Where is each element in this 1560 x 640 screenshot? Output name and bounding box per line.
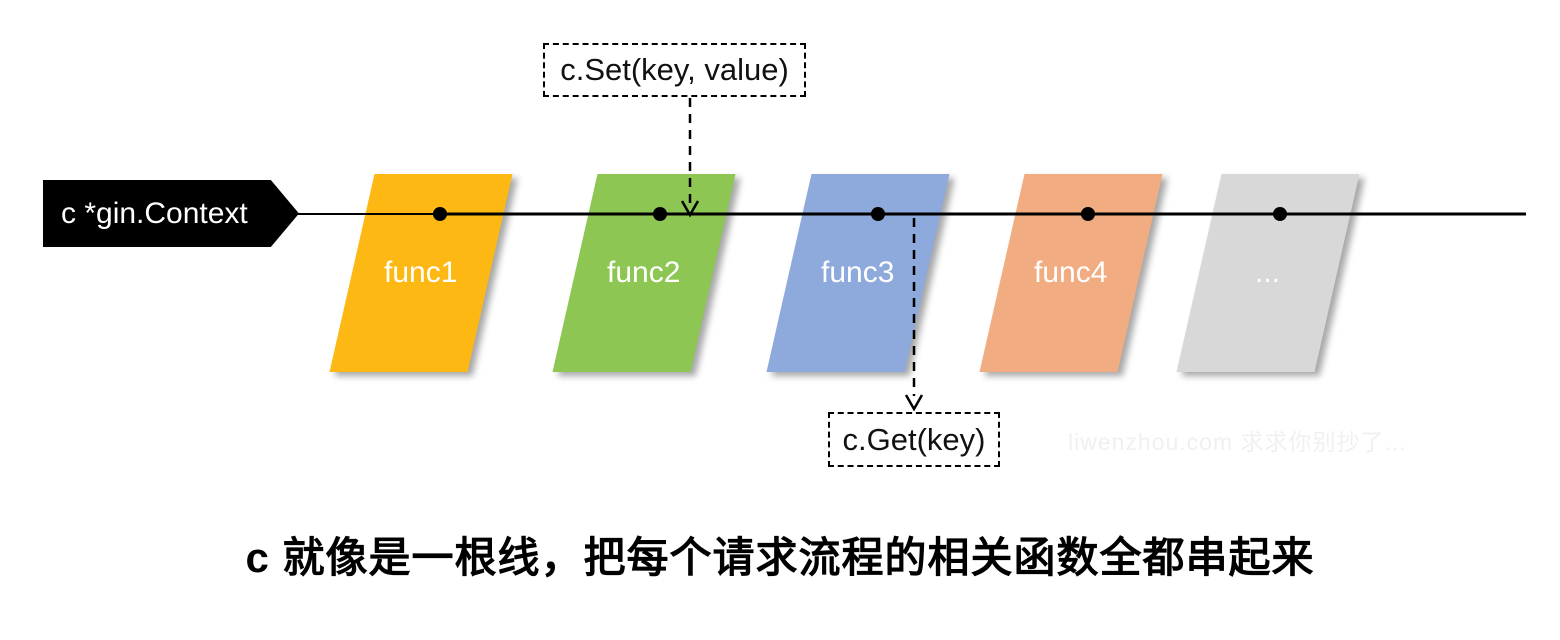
context-pointer-label: c *gin.Context [43, 180, 299, 247]
handler-label-func1: func1 [384, 256, 458, 289]
handler-shape-ellipsis: ... [1176, 174, 1360, 372]
handler-label-func3: func3 [821, 256, 895, 289]
watermark: liwenzhou.com 求求你别抄了... [1068, 429, 1407, 455]
handler-label-func2: func2 [607, 256, 681, 289]
handler-label-ellipsis: ... [1255, 256, 1281, 289]
get-arrowhead-icon [904, 394, 924, 412]
get-annotation-text: c.Get(key) [842, 421, 986, 457]
handler-shape-func4: func4 [979, 174, 1163, 372]
context-pointer-label-text: c *gin.Context [61, 196, 248, 230]
handler-label-func4: func4 [1034, 256, 1108, 289]
set-annotation-box: c.Set(key, value) [543, 43, 806, 97]
set-annotation-text: c.Set(key, value) [560, 52, 789, 87]
caption: c 就像是一根线，把每个请求流程的相关函数全都串起来 [245, 534, 1315, 581]
handler-shape-func1: func1 [329, 174, 513, 372]
handler-shape-func2: func2 [552, 174, 736, 372]
handler-shape-func3: func3 [766, 174, 950, 372]
get-annotation-box: c.Get(key) [828, 412, 1000, 467]
